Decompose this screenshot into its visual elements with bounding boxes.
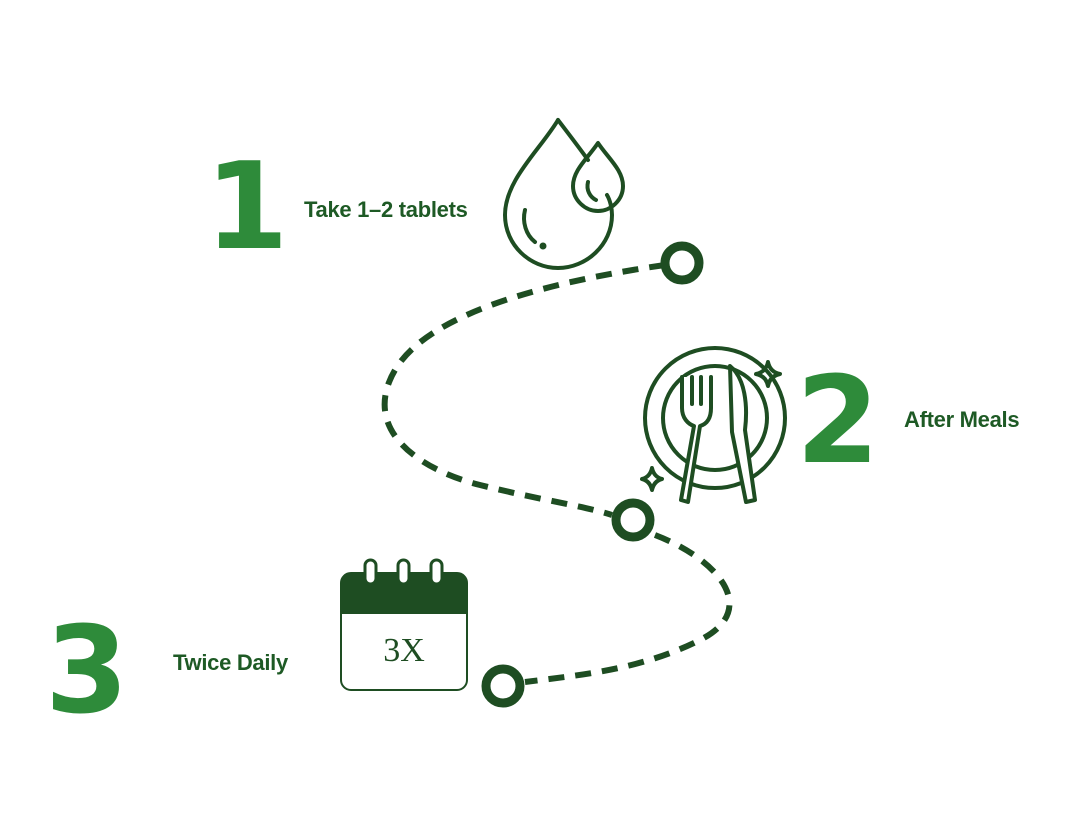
waypoint-2	[611, 498, 655, 542]
step-2-label: After Meals	[904, 407, 1020, 432]
dashed-path-lower	[524, 532, 733, 685]
calendar-icon	[340, 558, 468, 691]
calendar-frequency-text: 3X	[383, 632, 425, 669]
step-3-label: Twice Daily	[173, 650, 288, 675]
water-drops-icon	[503, 118, 625, 270]
waypoint-3	[481, 664, 525, 708]
step-1-number: 1	[205, 138, 289, 277]
dashed-path	[381, 262, 666, 518]
step-1-label: Take 1–2 tablets	[304, 197, 468, 222]
plate-fork-knife-icon	[640, 346, 787, 504]
waypoint-1	[660, 241, 704, 285]
step-2-number: 2	[796, 352, 880, 491]
step-3-number: 3	[45, 602, 129, 741]
